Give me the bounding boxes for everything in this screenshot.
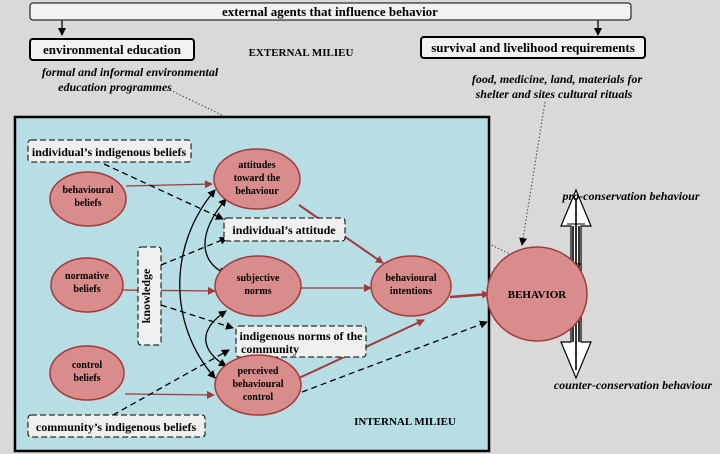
internal-milieu-label: INTERNAL MILIEU	[354, 416, 456, 428]
node-behavior: BEHAVIOR	[486, 246, 588, 342]
external-agents-box	[29, 2, 632, 21]
environmental-education-label: environmental education	[43, 42, 182, 57]
external-milieu-label: EXTERNAL MILIEU	[249, 47, 354, 59]
individual-attitude-label: individual’s attitude	[232, 223, 336, 237]
env-education-desc-line2: education programmes	[58, 80, 172, 94]
indigenous-beliefs-box	[27, 139, 192, 163]
pro-conservation-label: pro-conservation behaviour	[561, 189, 699, 203]
survival-desc-line1: food, medicine, land, materials for	[472, 72, 643, 86]
community-beliefs-label: community’s indigenous beliefs	[36, 420, 197, 434]
knowledge-box	[137, 246, 162, 346]
survival-desc-line2: shelter and sites cultural rituals	[475, 87, 633, 101]
survival-box	[420, 36, 646, 59]
knowledge-label: knowledge	[139, 268, 153, 323]
indigenous-beliefs-label: individual’s indigenous beliefs	[32, 145, 187, 159]
environmental-education-box	[29, 38, 195, 61]
indigenous-norms-label-2: community	[241, 342, 299, 356]
indigenous-norms-label-1: indigenous norms of the	[239, 329, 363, 343]
svg-text:BEHAVIOR: BEHAVIOR	[508, 289, 568, 301]
survival-to-behavior-line	[519, 101, 546, 246]
indigenous-norms-box	[235, 325, 367, 358]
counter-conservation-label: counter-conservation behaviour	[554, 378, 713, 392]
community-beliefs-box	[27, 414, 206, 438]
survival-label: survival and livelihood requirements	[431, 40, 635, 55]
env-education-desc-line1: formal and informal environmental	[42, 65, 219, 79]
external-agents-label: external agents that influence behavior	[222, 4, 438, 19]
individual-attitude-box	[223, 217, 346, 242]
